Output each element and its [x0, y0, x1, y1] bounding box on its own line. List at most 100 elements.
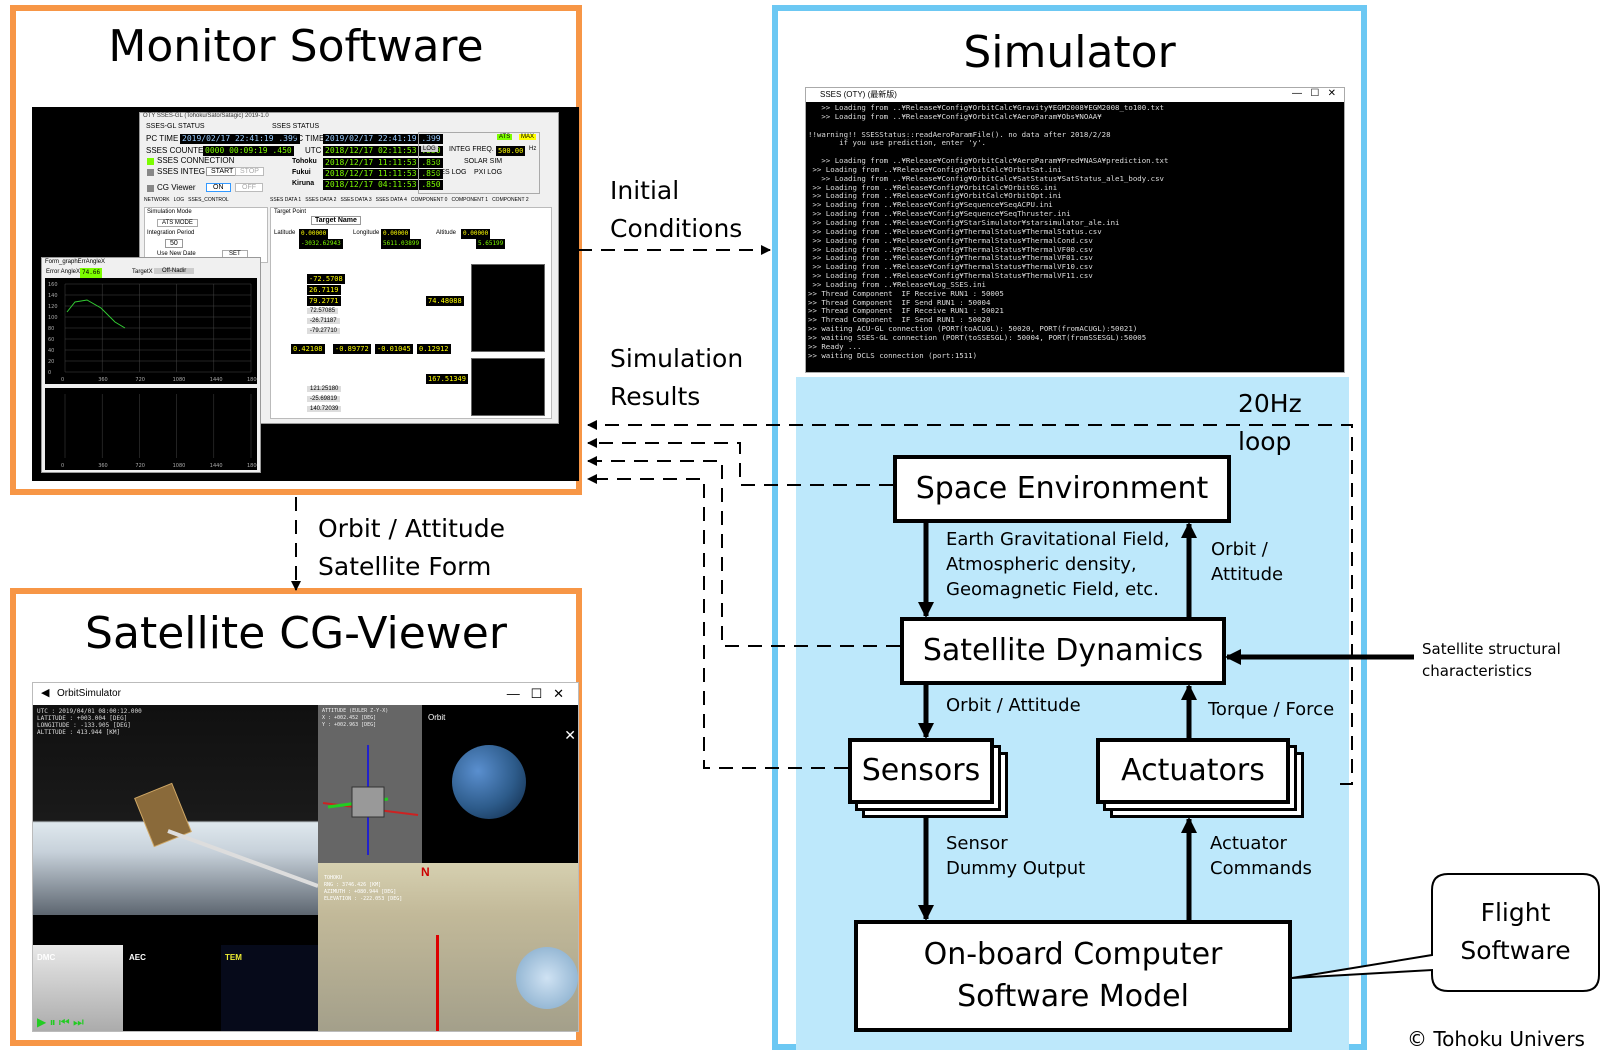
latitude-label: Latitude	[274, 230, 296, 236]
console-line: >> Loading from ..¥Release¥Log_SSES.ini	[808, 279, 986, 289]
cg-off-button[interactable]: OFF	[235, 183, 263, 192]
x-tick-label: 1440	[210, 463, 223, 469]
station-time: 2018/12/17 11:11:53 .850	[323, 158, 443, 168]
utc-label: UTC	[305, 146, 322, 155]
actuators-block: Actuators	[1096, 738, 1290, 804]
cg-on-button[interactable]: ON	[206, 183, 231, 192]
integ-period-field[interactable]: 50	[165, 239, 183, 248]
cg-titlebar: ◀ OrbitSimulator — ☐ ✕	[33, 683, 578, 705]
latitude-value: 0.00000	[299, 229, 329, 239]
cg-longitude: LONGITUDE : -133.905 [DEG]	[37, 722, 131, 729]
cgviewer-title: Satellite CG-Viewer	[85, 608, 507, 659]
monitor-main-window: OTY SSES-GL (Tohoku/Sato/Satagic) 2019-1…	[139, 112, 559, 424]
monitor-screenshot: OTY SSES-GL (Tohoku/Sato/Satagic) 2019-1…	[32, 107, 579, 481]
y-tick-label: 140	[48, 293, 58, 299]
tab[interactable]: COMPONENT 0	[410, 197, 448, 203]
x-tick-label: 1080	[173, 463, 186, 469]
satellite-model	[134, 782, 318, 888]
tem-view: TEM	[221, 945, 318, 1031]
error-angle-x-value: 74.66	[80, 268, 103, 278]
tab[interactable]: SSES_CONTROL	[188, 197, 229, 203]
roll-error-2: 121.25180	[307, 386, 342, 392]
sky-map	[516, 947, 578, 1009]
chart-background-2	[45, 388, 257, 470]
pxi-log-label: PXI LOG	[474, 169, 503, 176]
pc-time-right: 2019/02/17 22:41:19 .399	[323, 134, 443, 144]
euler-y: 26.7119	[307, 285, 341, 295]
attitude-axes	[322, 745, 419, 855]
satellite-dynamics-block: Satellite Dynamics	[900, 617, 1226, 685]
y-tick-label: 0	[48, 370, 51, 376]
y-tick-label: 160	[48, 282, 58, 288]
aec-label: AEC	[129, 953, 146, 962]
quaternion-2: -0.89772	[333, 344, 371, 354]
cg-viewer-led	[147, 185, 154, 192]
station-name: Fukui	[292, 169, 311, 176]
attitude-x: X : +002.452 [DEG]	[322, 715, 377, 721]
close-icon[interactable]: ✕	[564, 727, 576, 743]
attitude-y: Y : +002.963 [DEG]	[322, 722, 377, 728]
playback-controls[interactable]: ▶ ⏸ ⏮ ⏭	[37, 1015, 84, 1029]
error-curve	[66, 299, 126, 329]
solid-flows	[918, 522, 1414, 921]
console-line: >> Thread Component IF Receive RUN1 : 50…	[808, 288, 1004, 298]
elevation-label: ELEVATION : -222.053 [DEG]	[324, 896, 403, 902]
cg-window-controls[interactable]: — ☐ ✕	[506, 686, 564, 701]
dmc-label: DMC	[37, 953, 56, 962]
use-new-date[interactable]: Use New Date	[157, 251, 196, 257]
sensors-to-obc-label: Sensor Dummy Output	[946, 833, 1086, 879]
tab[interactable]: SSES DATA 3	[340, 197, 372, 203]
y-tick-label: 40	[48, 348, 54, 354]
tab[interactable]: SSES DATA 2	[305, 197, 337, 203]
oty-label: OTY	[421, 134, 436, 141]
tab[interactable]: COMPONENT 2	[492, 197, 529, 203]
off-nadir-select[interactable]: Off-Nadir	[154, 268, 195, 274]
pc-time-left: 2019/02/17 22:41:19 .399	[180, 134, 300, 144]
sses-gl-status: SSES-GL STATUS	[146, 123, 205, 130]
quaternion-3: -0.01045	[375, 344, 413, 354]
ats-mode-button[interactable]: ATS MODE	[157, 219, 198, 227]
main-3d-view: UTC : 2019/04/01 08:00:12.000 LATITUDE :…	[33, 705, 318, 915]
sensors-block: Sensors	[848, 738, 994, 804]
tab[interactable]: COMPONENT 1	[451, 197, 489, 203]
console-line: if you use prediction, enter 'y'.	[808, 138, 986, 148]
x-tick-label: 360	[98, 463, 108, 469]
console-line: >> waiting SSES-GL connection (PORT(toSS…	[808, 332, 1147, 342]
sses-counter-label: SSES COUNTER	[146, 146, 210, 155]
azimuth-label: AZIMUTH : +080.944 [DEG]	[324, 889, 397, 895]
target-name[interactable]: Target Name	[311, 216, 361, 225]
altitude-label: Altitude	[436, 230, 457, 236]
tab[interactable]: LOG	[173, 197, 185, 203]
console-controls[interactable]: — ☐ ✕	[1291, 88, 1336, 99]
y-tick-label: 20	[48, 359, 54, 365]
stop-button[interactable]: STOP	[235, 167, 264, 176]
console-line: !!warning!! SSESStatus::readAeroParamFil…	[808, 129, 1111, 139]
orbit-view: Orbit ✕	[422, 705, 578, 863]
console-line: >> Loading from ..¥Release¥Config¥Therma…	[808, 253, 1093, 263]
structural-characteristics-label: Satellite structural characteristics	[1422, 640, 1561, 680]
console-line: >> Thread Component IF Send RUN1 : 50004	[808, 297, 991, 307]
earth-globe	[452, 745, 526, 819]
y-tick-label: 60	[48, 337, 54, 343]
tab[interactable]: NETWORK	[144, 197, 170, 203]
quaternion-4: 0.12912	[417, 344, 451, 354]
sses-integ: SSES INTEG	[157, 167, 206, 176]
console-line: >> Loading from ..¥Release¥Config¥OrbitC…	[808, 103, 1164, 112]
cg-viewer-label: CG Viewer	[157, 183, 196, 192]
console-line: >> Loading from ..¥Release¥Config¥OrbitC…	[808, 173, 1164, 183]
log-button[interactable]: LOG	[421, 146, 438, 152]
tab[interactable]: SSES DATA 4	[375, 197, 407, 203]
tab[interactable]: SSES DATA 1	[270, 197, 302, 203]
max-indicator: MAX	[519, 134, 537, 140]
utc-value: 2018/12/17 02:11:53 .850	[323, 146, 443, 156]
pointer-line	[436, 935, 439, 1031]
env-to-dynamics-label: Earth Gravitational Field, Atmospheric d…	[946, 529, 1170, 600]
console-window: SSES (OTY) (最新版) — ☐ ✕ >> Loading from .…	[805, 87, 1345, 373]
sses-status: SSES STATUS	[272, 123, 320, 130]
integ-freq: 500.00	[496, 146, 526, 156]
flight-software-label: Flight Software	[1460, 898, 1571, 965]
y-tick-label: 120	[48, 304, 58, 310]
orbit-label: Orbit	[428, 713, 446, 722]
